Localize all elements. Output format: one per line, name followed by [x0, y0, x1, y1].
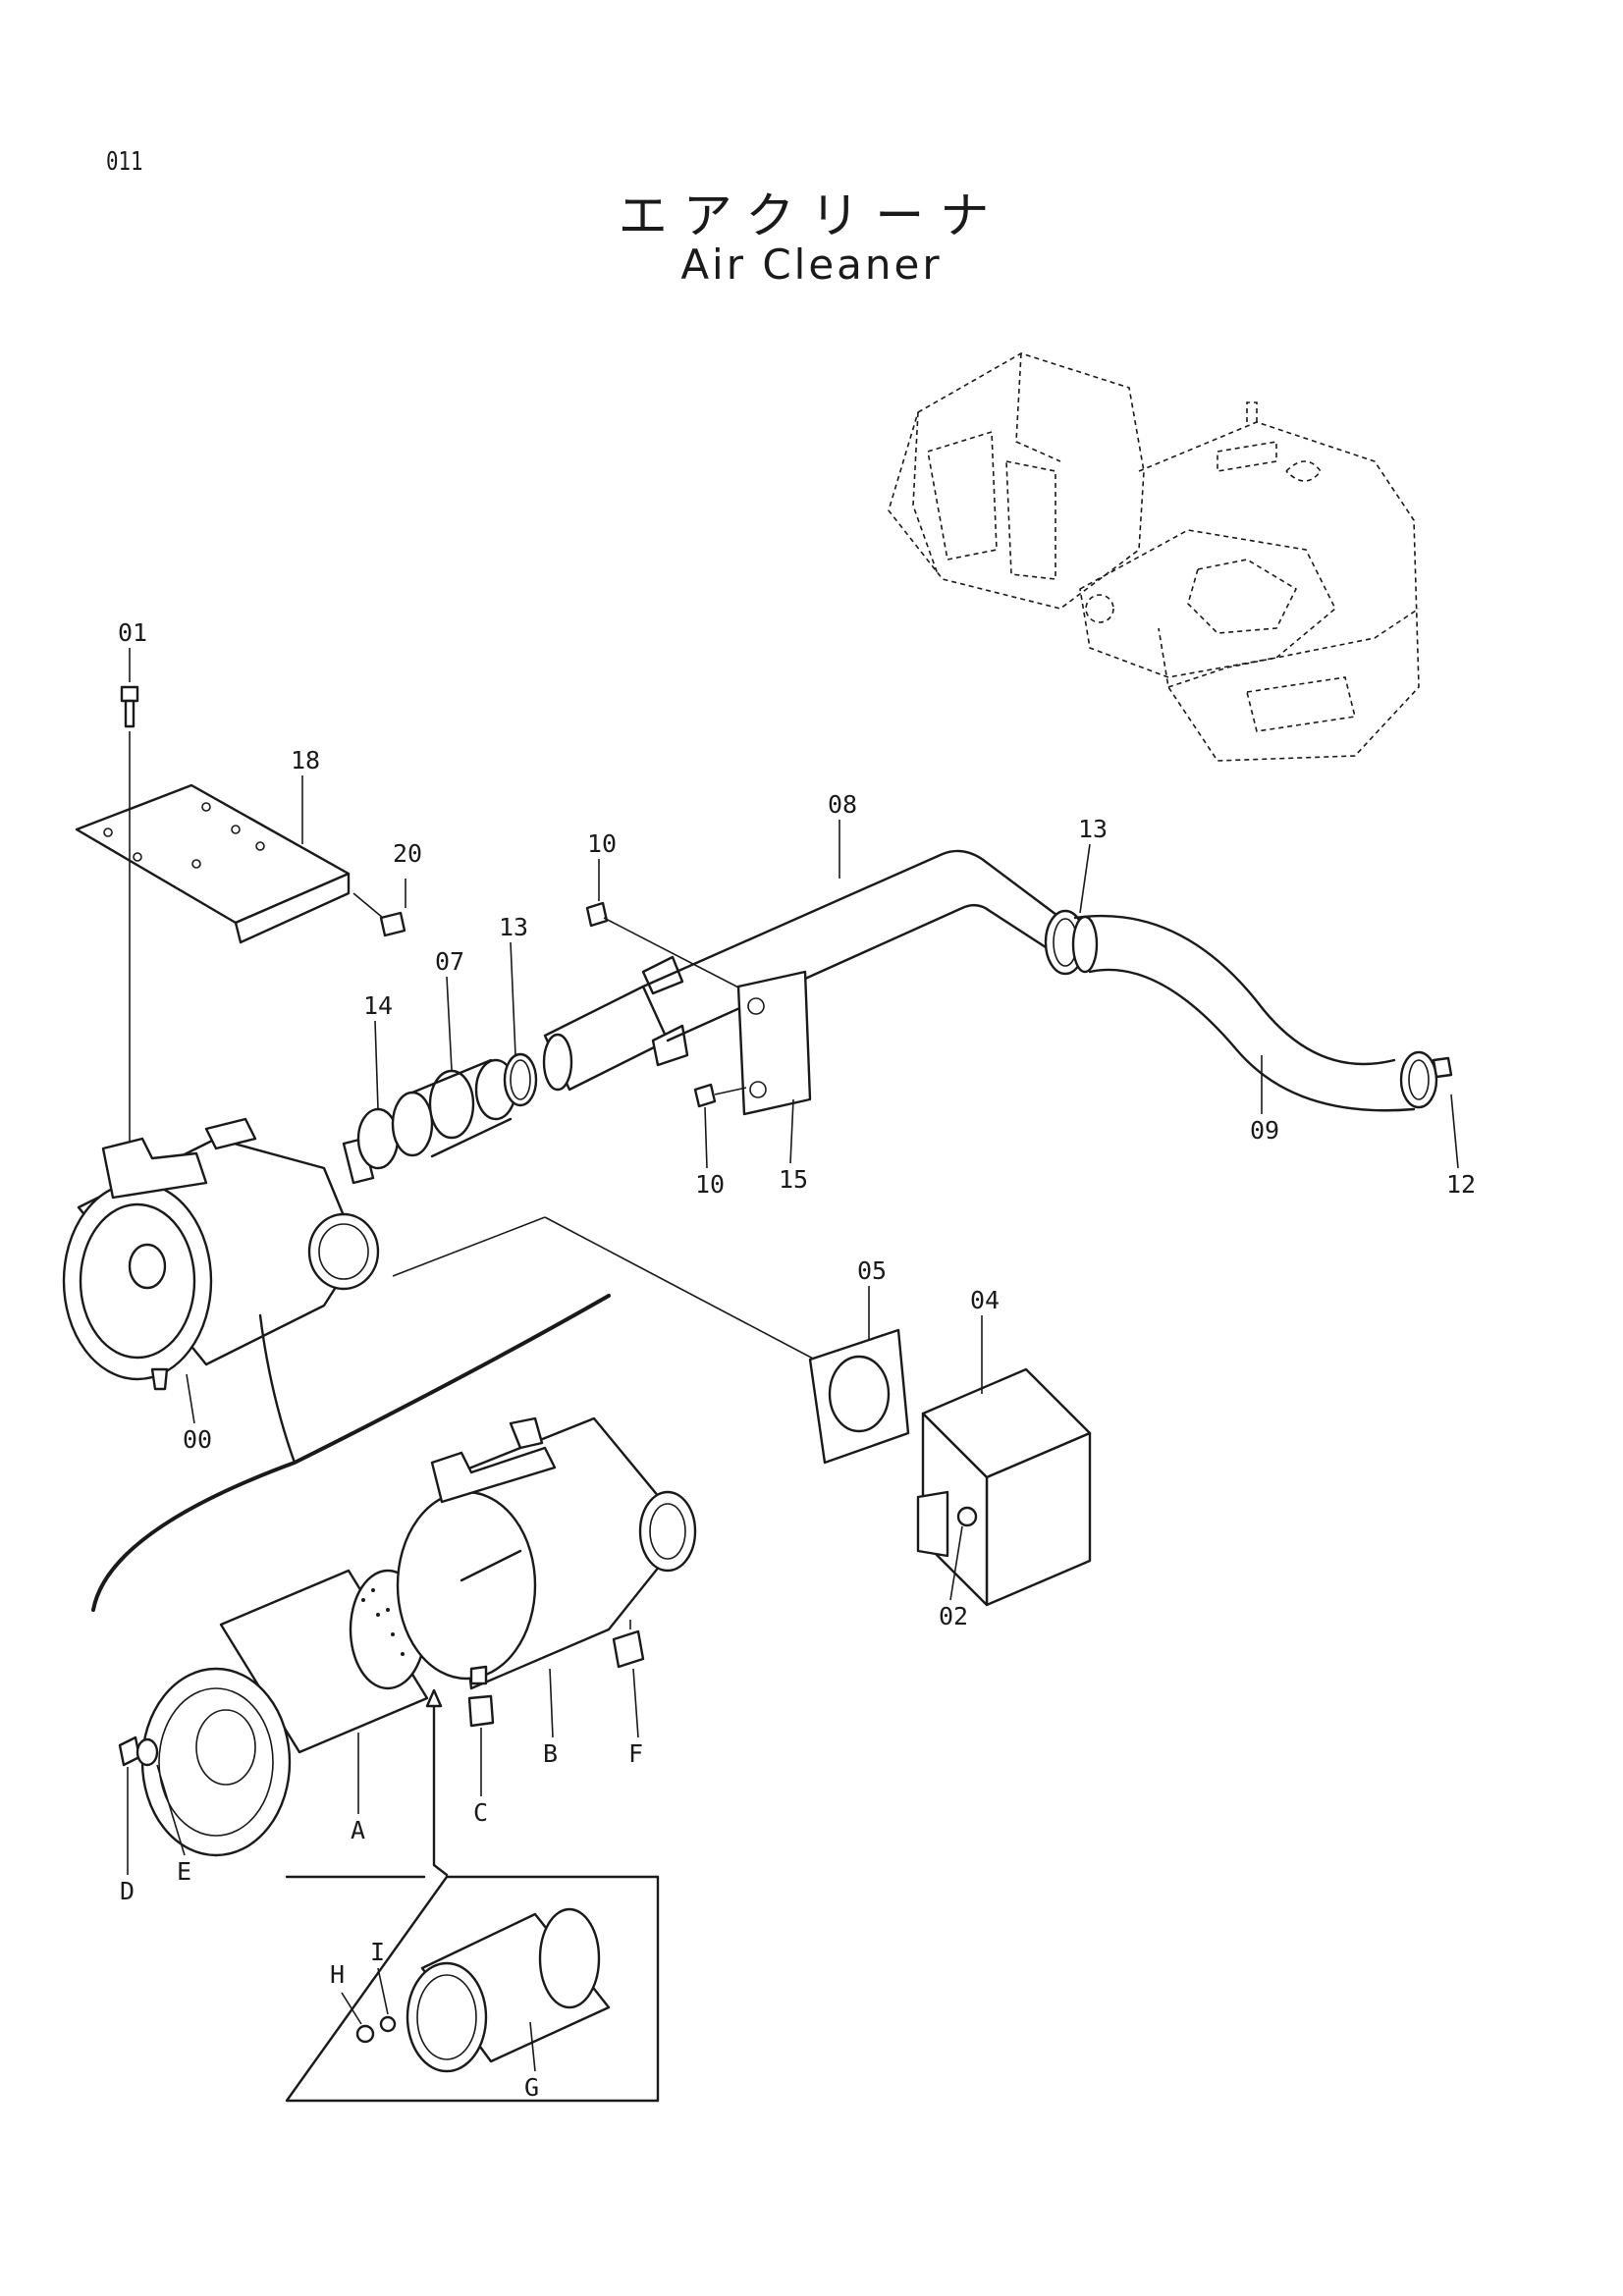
callout-00: 00 — [183, 1425, 212, 1454]
callout-18: 18 — [291, 746, 320, 774]
callout-13-outlet: 13 — [1078, 815, 1108, 843]
callout-d: D — [120, 1877, 135, 1905]
callout-05: 05 — [857, 1256, 887, 1285]
callout-13-inlet: 13 — [499, 913, 528, 941]
callout-h: H — [330, 1960, 345, 1989]
mounting-plate — [75, 783, 351, 944]
callout-15: 15 — [779, 1165, 808, 1194]
housing-b — [396, 1416, 697, 1690]
callout-c: C — [473, 1798, 488, 1827]
callout-04: 04 — [970, 1286, 1000, 1314]
gasket-05 — [808, 1328, 910, 1465]
callout-20: 20 — [393, 839, 422, 868]
bolt-20 — [352, 892, 406, 937]
bolt-10-upper — [585, 901, 747, 992]
callout-e: E — [177, 1857, 191, 1886]
callout-10-upper: 10 — [587, 829, 617, 858]
page-number: 011 — [106, 147, 143, 177]
callout-09: 09 — [1250, 1116, 1279, 1145]
clamp-13-inlet — [503, 1052, 538, 1107]
intake-pipe — [542, 955, 689, 1092]
callout-08: 08 — [828, 790, 857, 819]
bolt-01 — [120, 685, 139, 1168]
leader-lines — [127, 648, 1459, 2072]
bolt-10-lower — [693, 1083, 747, 1108]
callout-01: 01 — [118, 618, 147, 647]
callout-02: 02 — [939, 1602, 968, 1630]
callout-f: F — [628, 1739, 643, 1768]
air-cleaner-assembly — [62, 1117, 380, 1391]
excavator-overview-illustration — [888, 352, 1420, 762]
washer-e — [135, 1737, 159, 1767]
callout-b: B — [543, 1739, 558, 1768]
callout-07: 07 — [435, 947, 464, 976]
clamp-12 — [1399, 1050, 1453, 1109]
hose-09 — [1071, 914, 1416, 1112]
valve-c — [467, 1694, 495, 1728]
inset-inner-element — [285, 1875, 660, 2103]
callout-10-lower: 10 — [695, 1170, 725, 1199]
cover-04 — [916, 1367, 1092, 1607]
hose-joint-07 — [356, 1058, 517, 1170]
title-japanese: エアクリーナ — [618, 187, 1005, 244]
callout-g: G — [524, 2073, 539, 2102]
callout-14: 14 — [363, 991, 393, 1020]
element-a — [140, 1569, 429, 1857]
indicator-f — [612, 1620, 645, 1669]
pipe-08 — [641, 849, 1062, 1042]
bracket-15 — [736, 970, 812, 1116]
title-english: Air Cleaner — [680, 240, 943, 289]
callout-i: I — [370, 1938, 385, 1966]
callout-12: 12 — [1446, 1170, 1476, 1199]
callout-a: A — [351, 1816, 365, 1844]
